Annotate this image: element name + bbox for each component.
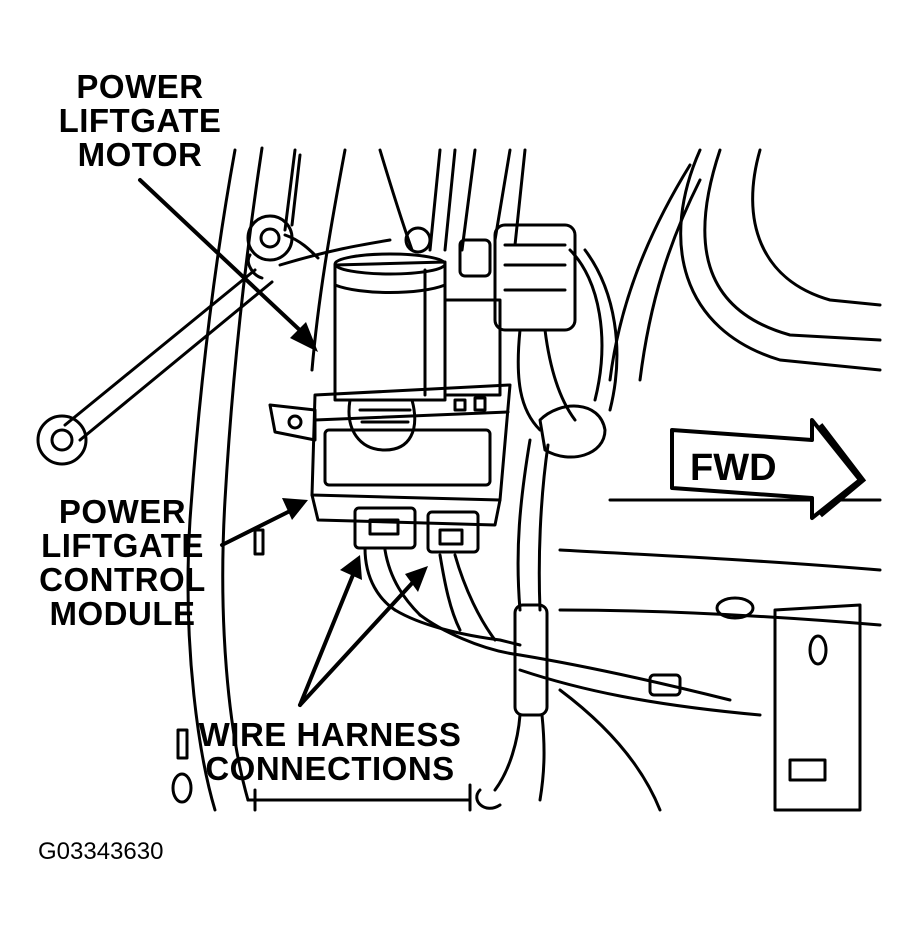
module-label-line-1: POWER: [58, 493, 187, 530]
module-label-line-2: LIFTGATE: [41, 527, 204, 564]
liftgate-motor: [333, 252, 502, 452]
motor-label-line-1: POWER: [76, 68, 204, 105]
arrowheads: [282, 322, 428, 592]
body-openings: [558, 148, 882, 812]
power-liftgate-control-module-label: POWER LIFTGATE CONTROL MODULE: [20, 495, 225, 631]
support-strut: [36, 148, 320, 466]
motor-label-line-2: LIFTGATE: [58, 102, 222, 139]
harness-label-line-2: CONNECTIONS: [205, 750, 455, 787]
motor-label-line-3: MOTOR: [77, 136, 203, 173]
module-label-line-4: MODULE: [49, 595, 196, 632]
body-pillar: [171, 146, 472, 812]
control-module: [268, 383, 512, 527]
wire-harness-connections-label: WIRE HARNESS CONNECTIONS: [185, 718, 475, 786]
harness-label-line-1: WIRE HARNESS: [198, 716, 462, 753]
module-label-line-3: CONTROL: [39, 561, 206, 598]
callout-arrows: [138, 178, 417, 707]
harness-connectors: [353, 506, 522, 657]
main-harness: [475, 223, 762, 812]
fwd-label: FWD: [690, 447, 777, 489]
fwd-arrow-icon: FWD: [670, 418, 867, 520]
figure-code: G03343630: [38, 838, 164, 865]
power-liftgate-motor-label: POWER LIFTGATE MOTOR: [50, 70, 230, 172]
upper-cables: [278, 148, 527, 278]
